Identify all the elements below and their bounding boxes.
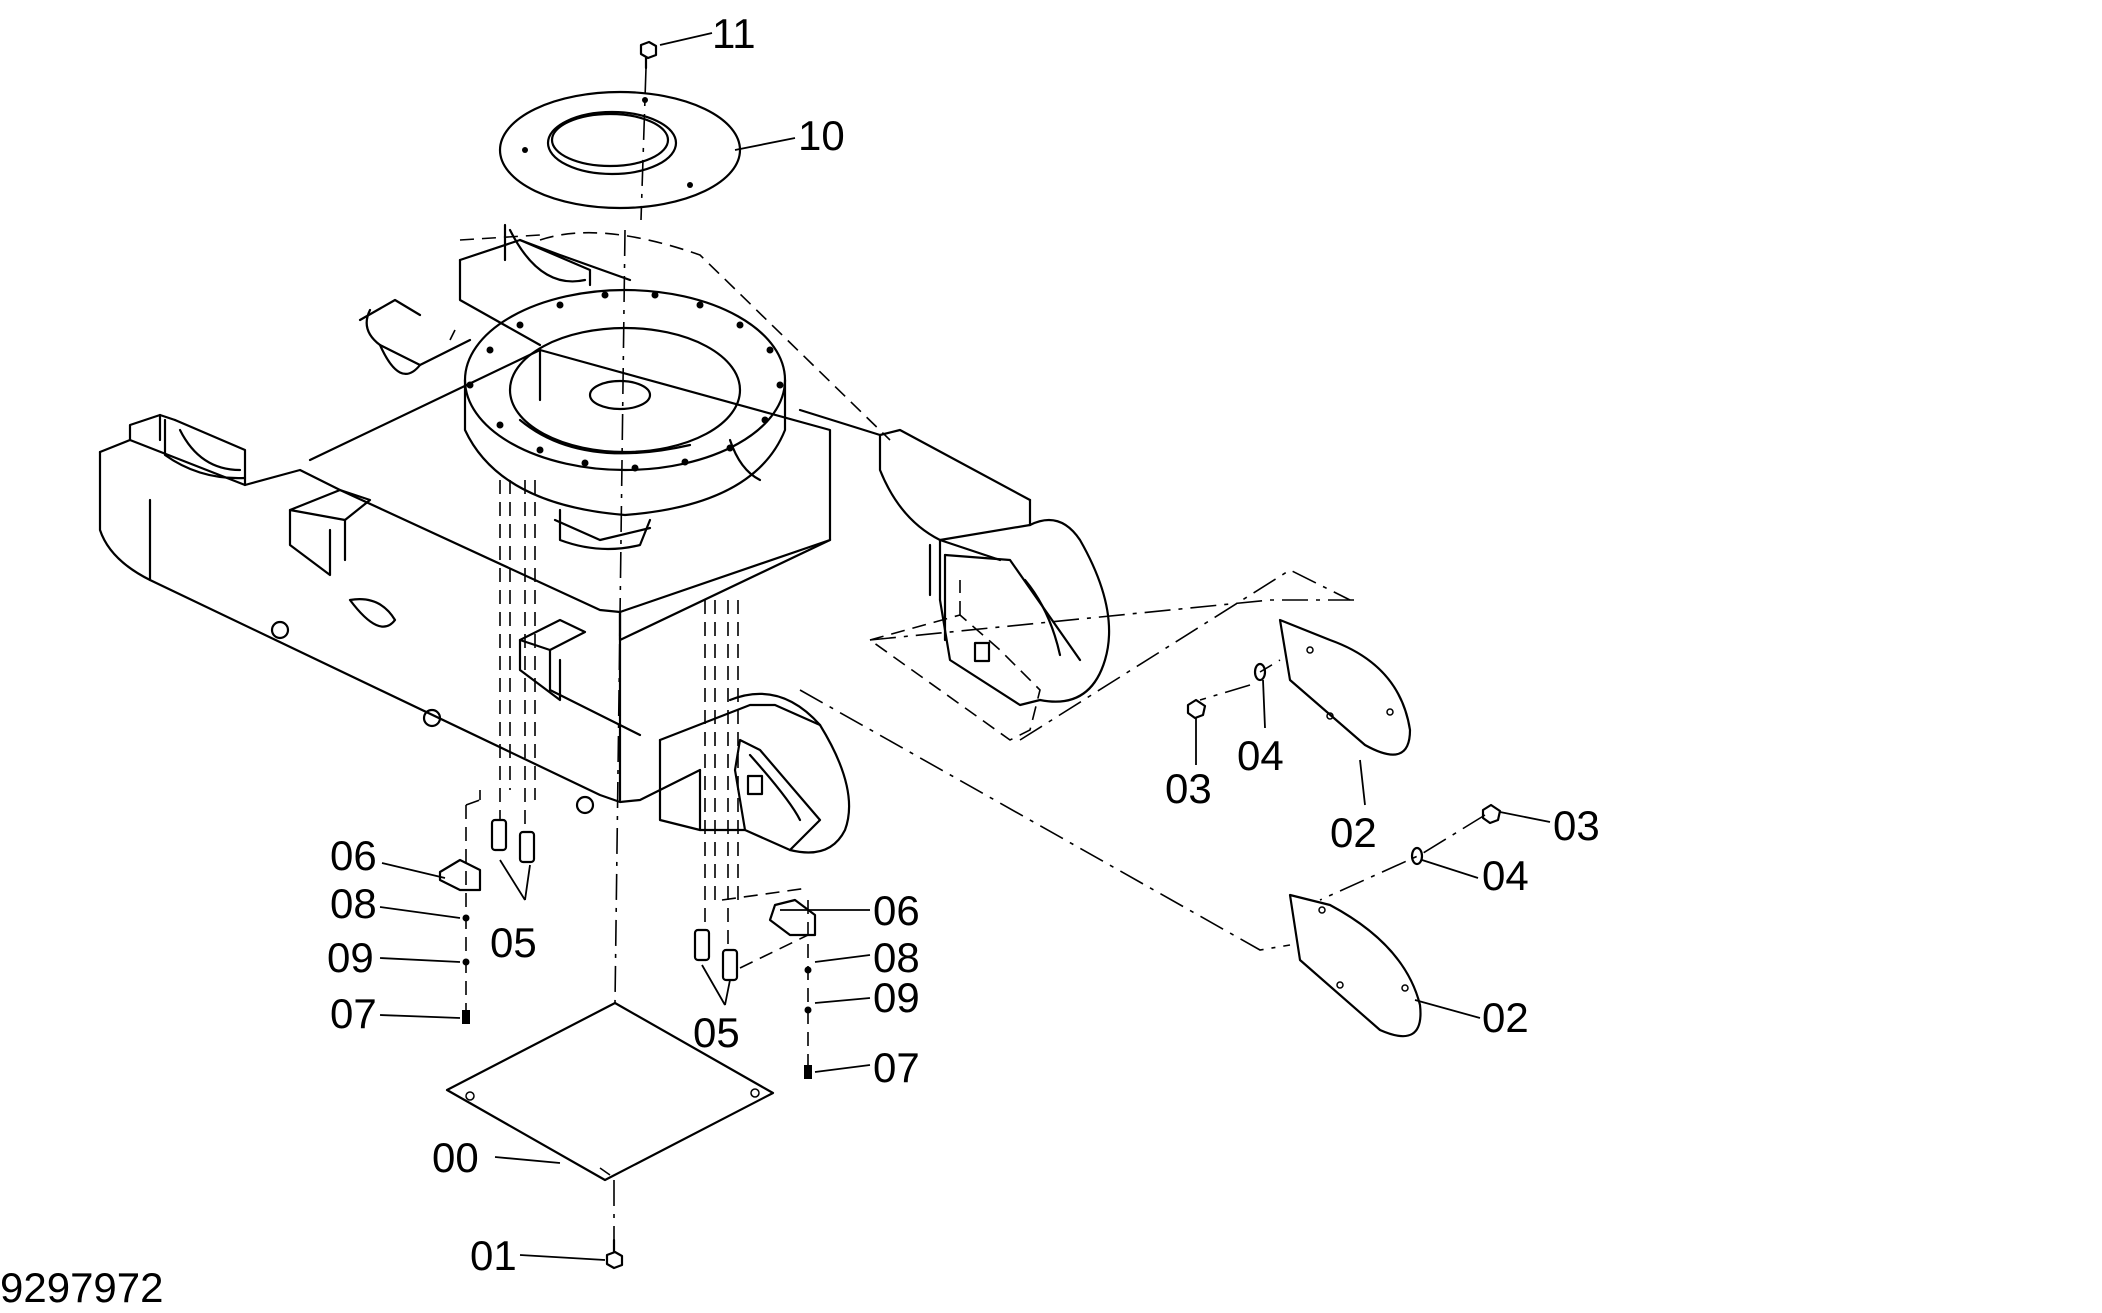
- callout-08-right: 08: [873, 934, 920, 981]
- callout-11: 11: [712, 10, 756, 57]
- callout-03-lower: 03: [1553, 802, 1600, 849]
- callout-04-upper: 04: [1237, 732, 1284, 779]
- callout-02-upper: 02: [1330, 809, 1377, 856]
- callout-04-lower: 04: [1482, 852, 1529, 899]
- callout-00: 00: [432, 1134, 479, 1181]
- bottom-cover-plate: [445, 1001, 775, 1182]
- callout-10: 10: [798, 112, 845, 159]
- callout-07-left: 07: [330, 990, 377, 1037]
- callout-03-upper: 03: [1165, 765, 1212, 812]
- bumper-group-right: [693, 898, 817, 1079]
- washer-04-upper: [1253, 662, 1267, 682]
- callout-labels: 11 10 04 03 02 03 04 02 06 08 05 09 07 0…: [327, 10, 1600, 1279]
- side-cover-lower: [1288, 893, 1422, 1038]
- bolt-03-upper: [1186, 698, 1207, 720]
- slewing-ring-bolt-holes: [466, 291, 784, 472]
- washer-04-lower: [1410, 846, 1424, 866]
- bolt-03-lower: [1481, 803, 1502, 825]
- bolt-11: [639, 40, 658, 70]
- callout-02-lower: 02: [1482, 994, 1529, 1041]
- bolt-01: [605, 1238, 624, 1270]
- callout-08-left: 08: [330, 880, 377, 927]
- callout-09-right: 09: [873, 974, 920, 1021]
- callout-05-left: 05: [490, 919, 537, 966]
- drawing-number: 9297972: [0, 1264, 164, 1311]
- track-frame: [98, 223, 1111, 854]
- callout-06-right: 06: [873, 887, 920, 934]
- callout-06-left: 06: [330, 832, 377, 879]
- leader-lines: [379, 32, 1551, 1261]
- callout-09-left: 09: [327, 934, 374, 981]
- callout-05-right: 05: [693, 1009, 740, 1056]
- side-cover-upper: [1278, 618, 1412, 756]
- ring-cover-plate: [498, 90, 742, 210]
- callout-01: 01: [470, 1232, 517, 1279]
- callout-07-right: 07: [873, 1044, 920, 1091]
- assembly-lines: [449, 67, 1486, 1240]
- bumper-group-left: [438, 818, 536, 1024]
